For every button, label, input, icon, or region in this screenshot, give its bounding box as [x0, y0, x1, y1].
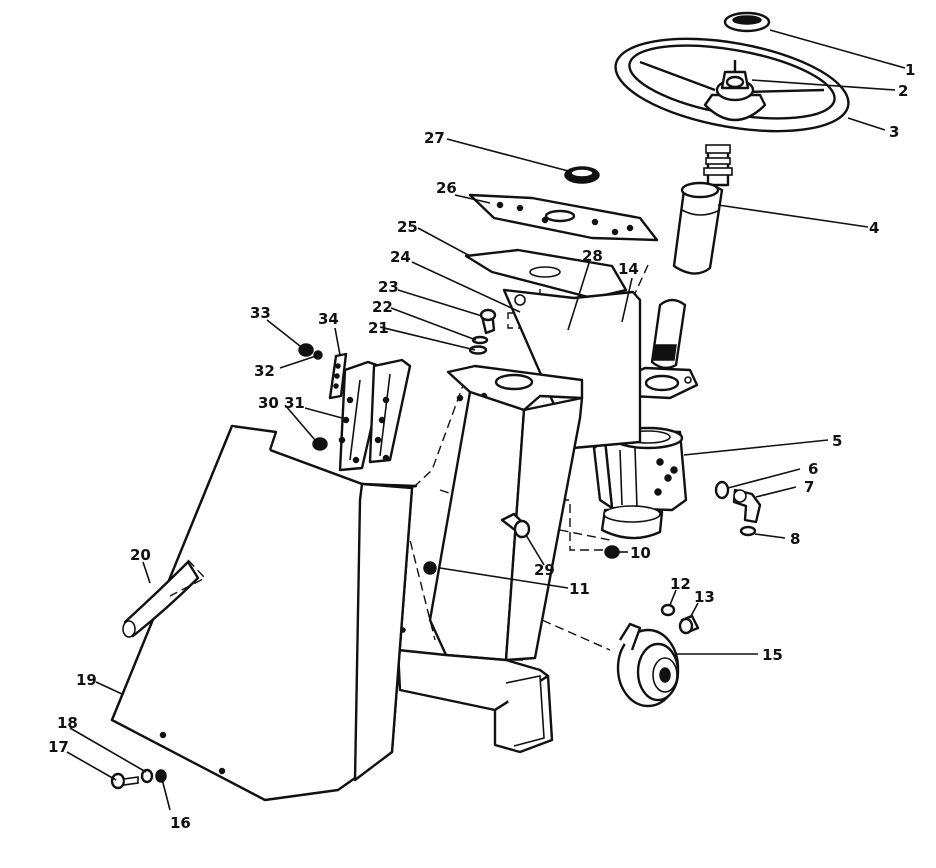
callout-29: 29	[534, 561, 555, 579]
washer-18	[140, 768, 154, 784]
hub-cap	[723, 11, 771, 33]
steering-unit	[592, 426, 688, 540]
nut-11	[423, 561, 437, 575]
callout-16: 16	[170, 814, 191, 832]
elbow-fitting-7	[732, 488, 762, 524]
callout-6: 6	[808, 460, 818, 478]
screw-13	[678, 614, 700, 635]
callout-34: 34	[318, 310, 339, 328]
terminal-strip-34	[328, 352, 348, 400]
callout-4: 4	[869, 219, 879, 237]
nut-16	[155, 769, 167, 783]
callout-22: 22	[372, 298, 393, 316]
callout-28: 28	[582, 247, 603, 265]
callout-33: 33	[250, 304, 271, 322]
callout-27: 27	[424, 129, 445, 147]
callout-labels: 1 2 3 4 5 6 7 8 10 11 12 13 14 15 16 17 …	[48, 61, 915, 832]
callout-19: 19	[76, 671, 97, 689]
bolt-10	[604, 545, 628, 559]
tube-20	[122, 559, 207, 638]
callout-11: 11	[569, 580, 590, 598]
callout-8: 8	[790, 530, 800, 548]
callout-14: 14	[618, 260, 639, 278]
callout-1: 1	[905, 61, 915, 79]
callout-3: 3	[889, 123, 899, 141]
lock-washer-12	[660, 603, 676, 617]
callout-26: 26	[436, 179, 457, 197]
callout-21: 21	[368, 319, 389, 337]
bolt-29	[500, 512, 531, 539]
callout-31: 31	[284, 394, 305, 412]
front-shroud	[110, 424, 418, 802]
knob-33	[298, 343, 314, 357]
callout-25: 25	[397, 218, 418, 236]
callout-7: 7	[804, 478, 814, 496]
wheel-nut	[725, 75, 745, 89]
horn	[616, 622, 680, 708]
switch-block-31	[338, 358, 412, 472]
callout-12: 12	[670, 575, 691, 593]
callout-5: 5	[832, 432, 842, 450]
callout-23: 23	[378, 278, 399, 296]
callout-24: 24	[390, 248, 411, 266]
seal-27	[564, 166, 600, 184]
callout-2: 2	[898, 82, 908, 100]
washer-21	[468, 345, 488, 355]
plate-25	[464, 248, 628, 300]
mounting-plate-26	[468, 193, 659, 242]
leader-lines	[66, 29, 906, 811]
bolt-17	[110, 772, 139, 790]
grommet-30	[312, 437, 328, 451]
washer-32	[313, 350, 323, 360]
callout-10: 10	[630, 544, 651, 562]
callout-17: 17	[48, 738, 69, 756]
lock-washer-22	[471, 335, 489, 345]
steering-tower	[396, 288, 642, 754]
callout-13: 13	[694, 588, 715, 606]
steering-shaft	[672, 144, 733, 275]
washer-8	[739, 525, 757, 537]
callout-30: 30	[258, 394, 279, 412]
callout-32: 32	[254, 362, 275, 380]
o-ring-6	[714, 480, 730, 500]
callout-15: 15	[762, 646, 783, 664]
callout-18: 18	[57, 714, 78, 732]
callout-20: 20	[130, 546, 151, 564]
screw-23	[479, 308, 497, 335]
